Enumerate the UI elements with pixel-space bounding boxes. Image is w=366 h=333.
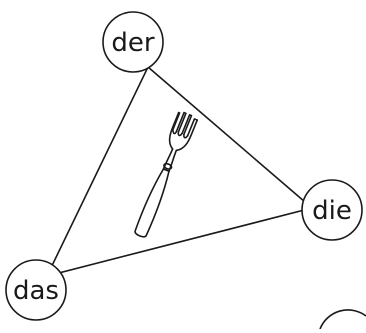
article-der-circle [102,11,164,73]
fork-icon [134,111,199,238]
article-die-node: die [301,179,363,241]
partial-circle-decoration [319,309,366,330]
article-die-circle [301,179,363,241]
article-die-label: die [312,196,352,226]
article-das-node: das [5,259,67,321]
article-das-label: das [13,276,59,306]
article-der-node: der [102,11,164,73]
triangle [45,65,314,278]
article-der-label: der [111,28,155,58]
article-das-circle [5,259,67,321]
